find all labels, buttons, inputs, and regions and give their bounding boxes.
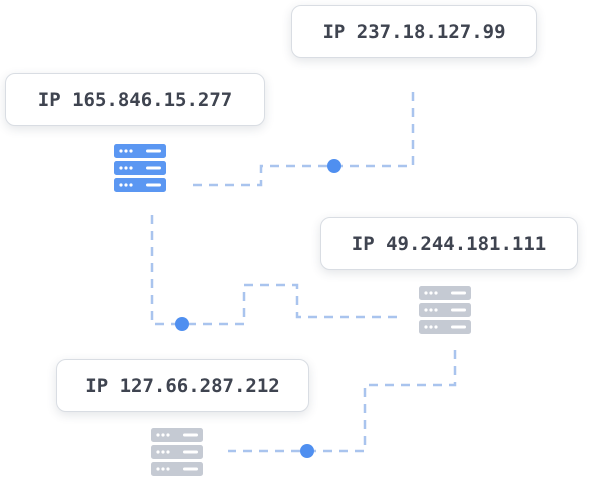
junction-dot-icon [175, 317, 189, 331]
ip-label-node-b: IP 237.18.127.99 [291, 5, 537, 58]
link-a-to-b [193, 92, 415, 187]
server-rack-icon [114, 144, 166, 192]
link-c-to-d [228, 350, 457, 453]
ip-label-node-c: IP 49.244.181.111 [320, 217, 578, 270]
junction-dot-icon [300, 444, 314, 458]
ip-label-node-d: IP 127.66.287.212 [56, 359, 309, 412]
ip-label-node-a: IP 165.846.15.277 [5, 73, 265, 126]
junction-dot-icon [327, 159, 341, 173]
link-a-to-c [150, 215, 398, 326]
server-rack-icon [151, 428, 203, 476]
server-rack-icon [419, 286, 471, 334]
